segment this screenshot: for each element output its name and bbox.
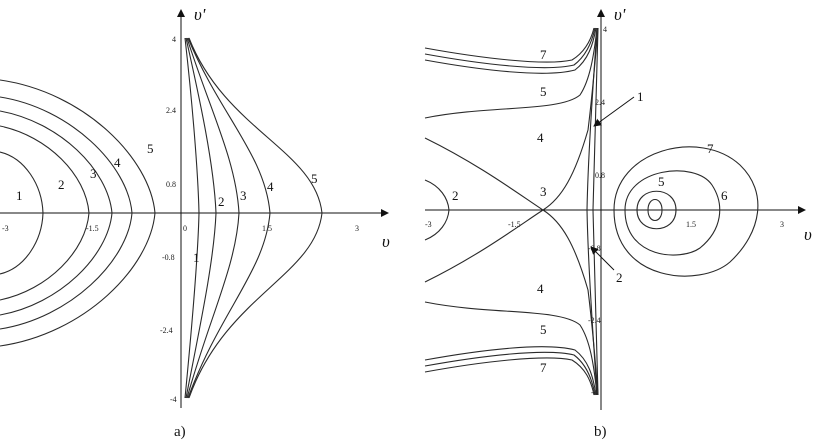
panel-b-ytick-neg4: -4	[591, 388, 598, 397]
panel-a-xtick-0: 0	[183, 224, 187, 233]
panel-a: -3 -1.5 0 1.5 3 4 2.4 0.8 -0.8 -2.4 -4 1…	[0, 5, 390, 440]
panel-a-ytick-2-4: 2.4	[166, 106, 176, 115]
panel-b-annotation-2-arrow	[590, 246, 615, 271]
panel-b-label-6-orbit: 6	[721, 188, 728, 203]
panel-b-ytick-neg0-8: -0.8	[588, 244, 601, 253]
panel-b-xtick-neg1-5: -1.5	[508, 220, 521, 229]
panel-b-curve-7-top-b	[424, 27, 596, 69]
panel-b-curve-2-left	[424, 179, 450, 241]
panel-b-y-axis-label: υ'	[614, 5, 626, 24]
panel-b-ytick-0-8: 0.8	[595, 171, 605, 180]
panel-b-curve-7-top	[424, 27, 595, 63]
panel-b-annotation-1-label: 1	[637, 89, 644, 104]
panel-a-left-curves	[0, 79, 156, 347]
panel-b-annotation-2-label: 2	[616, 270, 623, 285]
panel-b-curve-5-top	[424, 27, 597, 74]
panel-b-curve-4-bottom	[424, 301, 598, 396]
panel-a-right-curves	[184, 37, 323, 399]
panel-a-ytick-0-8: 0.8	[166, 180, 176, 189]
panel-a-label-left-5: 5	[147, 141, 154, 156]
panel-b-annotation-1-arrow	[593, 96, 635, 127]
panel-a-ytick-4: 4	[172, 35, 176, 44]
panel-b-curves	[424, 27, 759, 396]
panel-a-curve-right-1	[184, 37, 200, 399]
panel-b-orbit-7	[613, 146, 759, 277]
panel-a-xtick-neg1-5: -1.5	[86, 224, 99, 233]
panel-a-label-left-4: 4	[114, 155, 121, 170]
panel-a-curve-left-3	[0, 110, 113, 316]
panel-a-xtick-3: 3	[355, 224, 359, 233]
panel-b-label-2-left: 2	[452, 188, 459, 203]
panel-b-xtick-neg3: -3	[425, 220, 432, 229]
panel-b-label-5-bottom: 5	[540, 322, 547, 337]
panel-b-label-5-top: 5	[540, 84, 547, 99]
panel-a-label-right-1: 1	[193, 250, 200, 265]
panel-b-label-4-top: 4	[537, 130, 544, 145]
panel-b-curve-7-bottom	[424, 357, 595, 396]
panel-b-label-7-bottom: 7	[540, 360, 547, 375]
panel-b-orbit-6	[624, 170, 721, 256]
panel-a-curve-left-2	[0, 125, 90, 301]
panel-a-y-axis-label: υ'	[194, 5, 206, 24]
panel-b-orbit-inner	[636, 190, 677, 230]
panel-b-curve-7-bottom-b	[424, 351, 596, 396]
panel-b-curve-4-top	[424, 27, 598, 119]
panel-a-caption: a)	[174, 424, 186, 440]
panel-a-label-right-2: 2	[218, 194, 225, 209]
panel-a-curve-right-3	[186, 37, 240, 399]
panel-b-label-5-orbit: 5	[658, 174, 665, 189]
panel-a-x-axis-label: υ	[382, 232, 390, 251]
panel-a-label-left-3: 3	[90, 166, 97, 181]
panel-b-label-4-bottom: 4	[537, 281, 544, 296]
panel-b-curve-2-narrow	[592, 27, 599, 396]
panel-a-label-left-2: 2	[58, 177, 65, 192]
panel-a-curve-right-4	[187, 37, 271, 399]
panel-a-curve-right-5	[188, 37, 323, 399]
panel-a-curve-left-1	[0, 151, 44, 275]
panel-a-curve-left-5	[0, 79, 156, 347]
panel-b-curve-5-bottom	[424, 346, 597, 396]
panel-b-curve-1-narrow	[586, 27, 598, 396]
panel-b-curve-3-separatrix-a	[424, 137, 599, 396]
panel-b-caption: b)	[594, 424, 607, 440]
panel-a-ytick-neg0-8: -0.8	[162, 253, 175, 262]
panel-a-xtick-1-5: 1.5	[262, 224, 272, 233]
panel-a-curve-left-4	[0, 96, 133, 330]
panel-a-ytick-neg2-4: -2.4	[160, 326, 173, 335]
panel-a-curve-right-2	[185, 37, 217, 399]
panel-b: -3 -1.5 1.5 3 4 2.4 0.8 -0.8 -2.4 -4 7 5…	[424, 5, 812, 440]
panel-b-label-7-orbit: 7	[707, 141, 714, 156]
panel-a-label-right-5: 5	[311, 171, 318, 186]
panel-b-xtick-1-5: 1.5	[686, 220, 696, 229]
panel-b-x-axis-label: υ	[804, 225, 812, 244]
panel-b-xtick-3: 3	[780, 220, 784, 229]
panel-a-ytick-neg4: -4	[170, 395, 177, 404]
panel-b-ytick-neg2-4: -2.4	[588, 316, 601, 325]
panel-b-label-7-top: 7	[540, 47, 547, 62]
panel-b-ytick-2-4: 2.4	[595, 98, 605, 107]
panel-a-label-right-4: 4	[267, 179, 274, 194]
panel-b-ytick-4: 4	[603, 25, 607, 34]
panel-b-label-3: 3	[540, 184, 547, 199]
panel-a-label-left-1: 1	[16, 188, 23, 203]
panel-b-orbit-5	[647, 198, 663, 222]
panel-a-label-right-3: 3	[240, 188, 247, 203]
panel-a-xtick-neg3: -3	[2, 224, 9, 233]
